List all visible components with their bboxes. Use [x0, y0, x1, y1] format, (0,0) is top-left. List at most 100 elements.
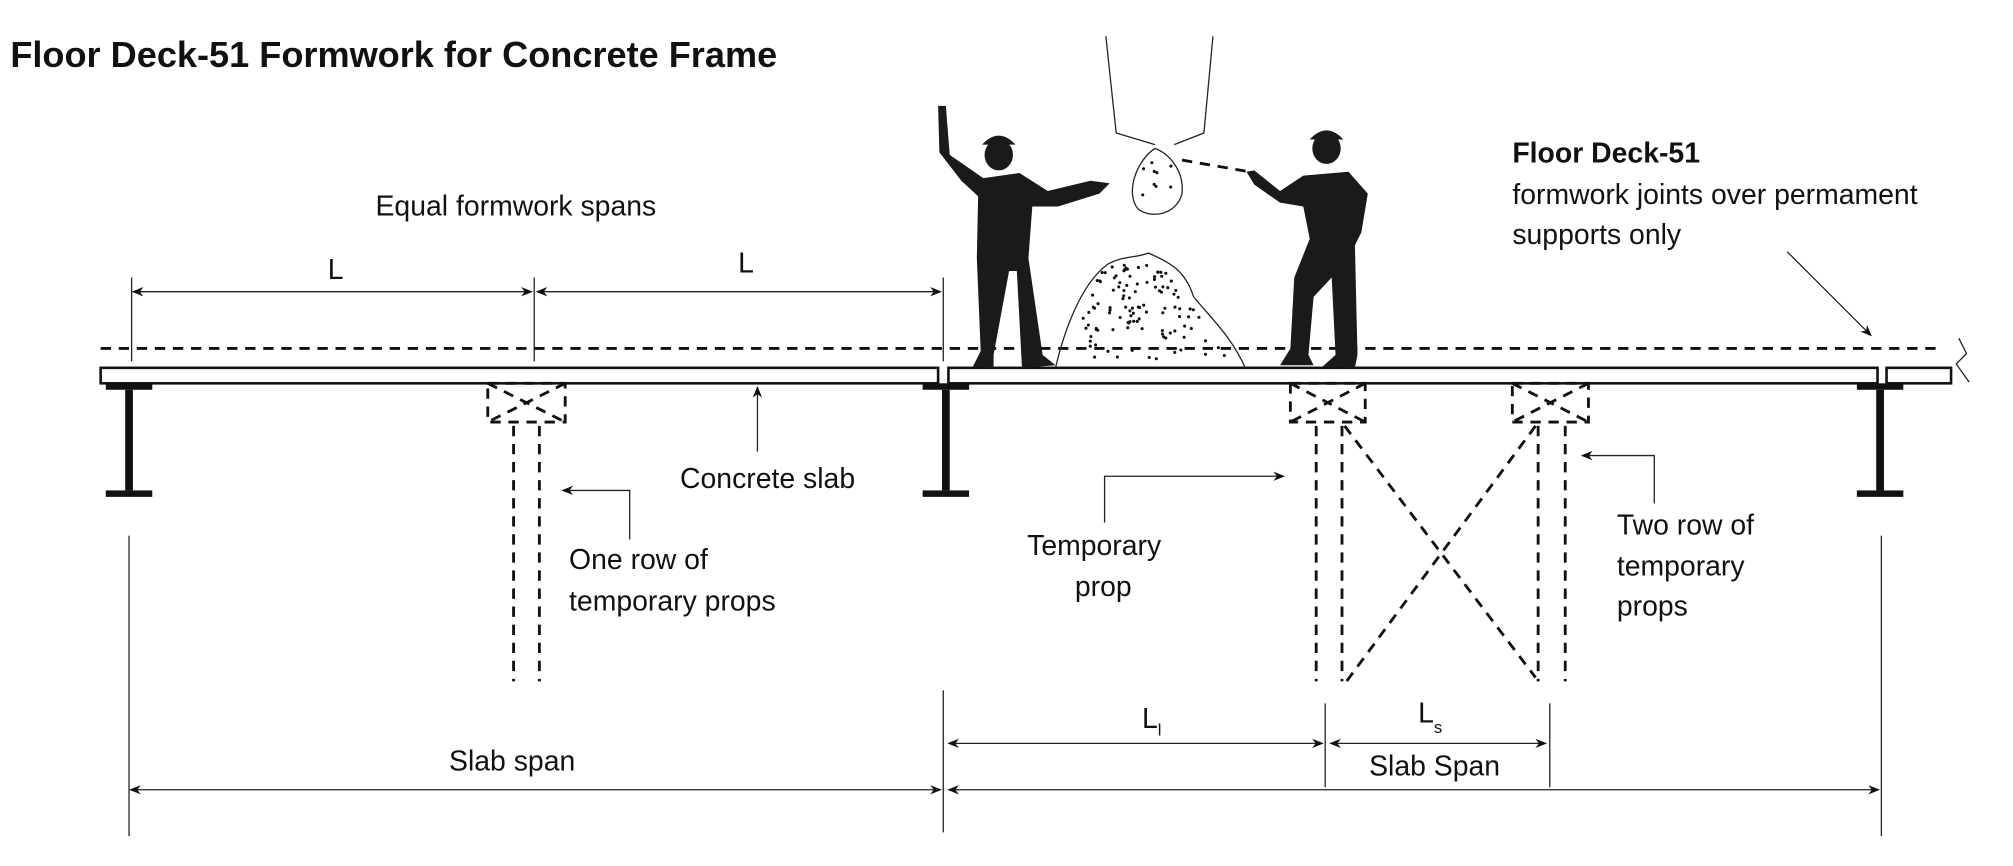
aggregate-dot — [1135, 319, 1139, 324]
equal-spans-label: Equal formwork spans — [376, 191, 657, 223]
aggregate-dot — [1187, 315, 1191, 319]
aggregate-dot — [1087, 310, 1091, 314]
aggregate-dot — [1156, 270, 1160, 274]
aggregate-dot — [1168, 331, 1172, 335]
aggregate-dot — [1176, 295, 1180, 299]
aggregate-dot — [1088, 344, 1092, 348]
aggregate-dot — [1155, 171, 1159, 175]
aggregate-dot — [1152, 182, 1156, 186]
aggregate-dot — [1169, 164, 1173, 168]
steel-beam-left — [105, 383, 153, 497]
aggregate-dot — [1108, 308, 1112, 312]
worker-right-silhouette — [1246, 130, 1368, 368]
aggregate-dot — [1095, 278, 1099, 283]
aggregate-dot — [1126, 326, 1130, 330]
l-long-main: L — [1142, 703, 1158, 735]
aggregate-dot — [1203, 352, 1208, 356]
aggregate-dot — [1128, 309, 1132, 313]
two-row-label-line2: temporary — [1617, 551, 1746, 583]
slab-span-right-label: Slab Span — [1369, 751, 1500, 783]
span-l-left-label: L — [328, 254, 344, 286]
annotation-line1: formwork joints over permament — [1512, 179, 1917, 211]
aggregate-dot — [1098, 279, 1102, 283]
aggregate-dot — [1122, 263, 1126, 267]
aggregate-dot — [1173, 305, 1177, 309]
aggregate-dot — [1169, 279, 1173, 283]
aggregate-dot — [1159, 270, 1163, 274]
aggregate-dot — [1153, 275, 1157, 279]
aggregate-dot — [1189, 326, 1193, 331]
aggregate-dot — [1173, 329, 1177, 333]
aggregate-dot — [1166, 286, 1170, 290]
aggregate-dot — [1100, 270, 1104, 275]
aggregate-dot — [1154, 184, 1158, 188]
aggregate-dot — [1118, 281, 1122, 285]
aggregate-dot — [1188, 307, 1192, 311]
aggregate-dot — [1125, 283, 1129, 287]
aggregate-dot — [1191, 308, 1195, 312]
aggregate-dot — [1141, 193, 1145, 197]
aggregate-dot — [1122, 288, 1126, 293]
concrete-aggregate-dots — [1081, 161, 1226, 361]
aggregate-dot — [1110, 265, 1114, 269]
aggregate-dot — [1122, 294, 1126, 298]
aggregate-dot — [1136, 305, 1140, 309]
concrete-hopper — [1105, 36, 1214, 146]
aggregate-dot — [1173, 350, 1177, 354]
aggregate-dot — [1091, 293, 1095, 297]
aggregate-dot — [1130, 348, 1134, 352]
one-row-leader — [561, 485, 631, 540]
aggregate-dot — [1147, 355, 1151, 360]
aggregate-dot — [1081, 316, 1085, 320]
aggregate-dot — [1145, 263, 1149, 267]
one-row-label-line2: temporary props — [569, 585, 776, 617]
aggregate-dot — [1182, 335, 1186, 339]
temporary-prop-label-line2: prop — [1075, 571, 1132, 603]
aggregate-dot — [1127, 296, 1131, 300]
aggregate-dot — [1093, 355, 1097, 359]
diagram-title: Floor Deck-51 Formwork for Concrete Fram… — [10, 34, 777, 75]
aggregate-dot — [1216, 346, 1220, 350]
concrete-drop — [1131, 147, 1183, 215]
aggregate-dot — [1128, 274, 1132, 278]
annotation-heading: Floor Deck-51 — [1512, 138, 1700, 170]
aggregate-dot — [1111, 328, 1115, 332]
aggregate-dot — [1183, 324, 1187, 328]
aggregate-dot — [1160, 328, 1164, 333]
aggregate-dot — [1152, 169, 1156, 174]
temporary-prop-leader — [1103, 471, 1286, 523]
aggregate-dot — [1153, 285, 1158, 289]
aggregate-dot — [1160, 274, 1164, 278]
steel-beam-right — [1856, 383, 1904, 497]
slab-span-left-label: Slab span — [449, 745, 575, 777]
two-row-leader — [1580, 450, 1655, 504]
aggregate-dot — [1135, 282, 1139, 286]
equal-spans-dimension — [130, 277, 944, 362]
aggregate-dot — [1086, 323, 1090, 327]
aggregate-dot — [1103, 271, 1107, 275]
aggregate-dot — [1129, 314, 1133, 318]
aggregate-dot — [1088, 339, 1092, 343]
cross-bracing — [1343, 425, 1537, 685]
aggregate-dot — [1157, 289, 1162, 293]
aggregate-dot — [1140, 327, 1144, 331]
aggregate-dot — [1179, 348, 1183, 352]
aggregate-dot — [1222, 353, 1226, 358]
concrete-pile — [1054, 252, 1246, 369]
aggregate-dot — [1142, 303, 1146, 307]
break-symbol — [1955, 337, 1970, 383]
concrete-slab-shape — [99, 366, 1953, 385]
l-short-label: Ls — [1418, 698, 1442, 737]
aggregate-dot — [1121, 297, 1125, 301]
aggregate-dot — [1130, 306, 1134, 310]
annotation-leader — [1786, 251, 1872, 337]
concrete-drop-dashes — [1181, 158, 1250, 174]
l-short-main: L — [1418, 698, 1434, 730]
aggregate-dot — [1133, 290, 1137, 294]
aggregate-dot — [1131, 311, 1135, 315]
aggregate-dot — [1111, 288, 1115, 292]
aggregate-dot — [1178, 307, 1182, 311]
aggregate-dot — [1169, 185, 1173, 189]
